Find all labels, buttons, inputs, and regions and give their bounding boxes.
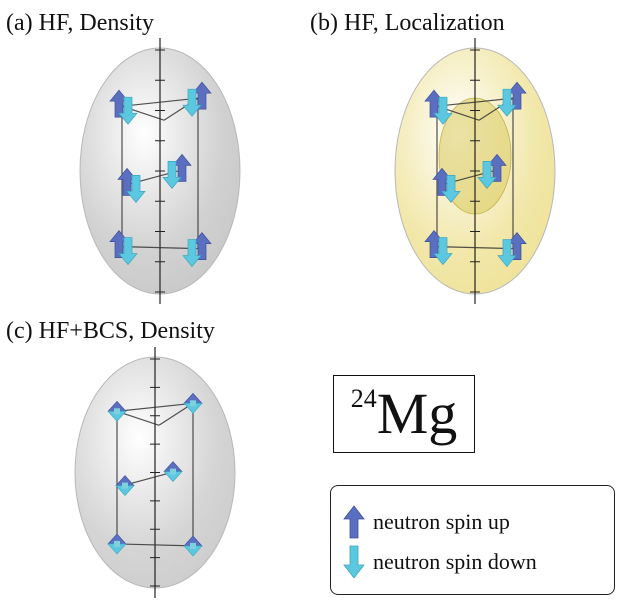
panel-a-density-figure bbox=[79, 38, 241, 304]
lattice-edge bbox=[116, 543, 194, 547]
spin-down-arrow bbox=[182, 239, 202, 268]
spin-down-arrow bbox=[126, 175, 146, 203]
spin-down-arrow bbox=[162, 161, 182, 189]
nucleus-label-box: 24Mg bbox=[333, 375, 475, 453]
spin-down-arrow bbox=[433, 237, 453, 266]
legend-row-spin-up: neutron spin up bbox=[343, 504, 510, 540]
paired-nucleon-core bbox=[114, 540, 120, 547]
spin-down-arrow bbox=[118, 237, 138, 266]
lattice-edge bbox=[121, 97, 199, 107]
legend-spin-up-label: neutron spin up bbox=[373, 509, 510, 534]
lattice-edge bbox=[121, 246, 199, 250]
legend: neutron spin up neutron spin down bbox=[330, 485, 615, 595]
paired-nucleon-core bbox=[122, 482, 128, 489]
spin-down-arrow bbox=[441, 175, 461, 203]
mass-number: 24 bbox=[350, 384, 377, 413]
spin-down-arrow bbox=[118, 96, 138, 125]
spin-down-arrow bbox=[433, 96, 453, 125]
spin-down-arrow-icon bbox=[343, 545, 365, 579]
panel-c-bcs-density-figure bbox=[74, 347, 236, 598]
paired-nucleon-core bbox=[114, 408, 120, 415]
spin-down-arrow bbox=[477, 161, 497, 189]
lattice-edge bbox=[116, 402, 194, 412]
paired-nucleon-core bbox=[190, 400, 196, 407]
panel-a-title: (a) HF, Density bbox=[6, 10, 155, 36]
panel-b-title: (b) HF, Localization bbox=[310, 10, 505, 36]
panel-b-localization-figure bbox=[394, 38, 556, 304]
paired-nucleon-core bbox=[170, 468, 176, 475]
legend-spin-down-label: neutron spin down bbox=[373, 549, 537, 574]
panel-c-title: (c) HF+BCS, Density bbox=[6, 318, 215, 344]
spin-down-arrow bbox=[497, 239, 517, 268]
spin-up-arrow-icon bbox=[343, 505, 365, 539]
legend-row-spin-down: neutron spin down bbox=[343, 544, 537, 580]
lattice-edge bbox=[436, 97, 514, 107]
spin-down-arrow bbox=[497, 88, 517, 117]
spin-down-arrow bbox=[182, 88, 202, 117]
lattice-edge bbox=[436, 246, 514, 250]
paired-nucleon-core bbox=[190, 542, 196, 549]
element-symbol: Mg bbox=[376, 381, 458, 446]
